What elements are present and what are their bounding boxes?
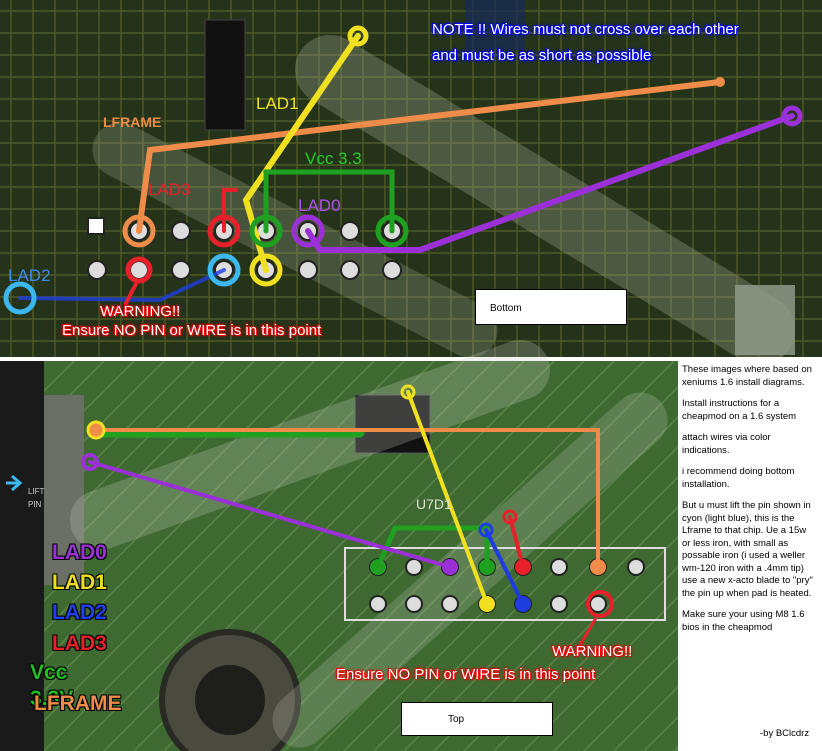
top-warning-arrow [123, 279, 140, 306]
instructions-p5: But u must lift the pin shown in cyon (l… [682, 500, 813, 599]
legend-lframe: LFRAME [34, 692, 122, 715]
top-note-line2: and must be as short as possible [432, 47, 652, 64]
top-wires [18, 25, 803, 303]
lift-pin-label: LIFT PIN [28, 487, 45, 509]
chip-label: U7D1 [416, 496, 452, 512]
legend-lad0: LAD0 [52, 541, 107, 564]
instructions-p3: attach wires via color indications. [682, 432, 771, 456]
legend-lad3: LAD3 [52, 632, 107, 655]
top-label-lad2: LAD2 [8, 266, 51, 285]
top-warning-title: WARNING!! [100, 303, 181, 320]
lframe-wire-top [136, 79, 723, 234]
bottom-wires [88, 390, 600, 606]
lad0-wire-top [305, 113, 795, 253]
lad1-wire-bottom [406, 390, 489, 606]
lframe-wire-bottom [94, 428, 600, 569]
instructions-p1: These images where based on xeniums 1.6 … [682, 364, 812, 388]
lad0-wire-bottom [88, 460, 452, 569]
bottom-panel-board [0, 340, 678, 751]
bottom-warning-text: Ensure NO PIN or WIRE is in this point [336, 666, 596, 683]
top-note-line1: NOTE !! Wires must not cross over each o… [432, 21, 739, 38]
legend-lad1: LAD1 [52, 571, 107, 594]
top-view-label: Bottom [475, 289, 627, 325]
top-label-lad1: LAD1 [256, 94, 299, 113]
instructions-panel: These images where based on xeniums 1.6 … [678, 360, 822, 751]
top-pin-rings [3, 214, 409, 315]
signature: -by BClcdrz [760, 728, 810, 739]
bottom-view-label: Top [401, 702, 553, 736]
instructions-p2: Install instructions for a cheapmod on a… [682, 398, 797, 422]
legend-vcc: Vcc 3.3V [30, 661, 74, 710]
lad3-wire-bottom [508, 515, 525, 569]
instructions-p4: i recommend doing bottom installation. [682, 466, 795, 490]
top-label-lad3: LAD3 [148, 180, 191, 199]
top-view-label-text: Bottom [490, 303, 522, 314]
lad1-wire-top [242, 33, 361, 273]
top-label-lad0: LAD0 [298, 196, 341, 215]
legend-lad2: LAD2 [52, 601, 107, 624]
top-label-lframe: LFRAME [103, 114, 162, 130]
bottom-markers [6, 384, 614, 646]
top-warning-text: Ensure NO PIN or WIRE is in this point [62, 322, 322, 339]
top-label-vcc: Vcc 3.3 [305, 149, 362, 168]
top-panel-board [0, 0, 822, 365]
instructions-p6: Make sure your using M8 1.6 bios in the … [682, 609, 805, 633]
lad2-wire-top [18, 268, 226, 303]
lad2-wire-bottom [484, 528, 525, 606]
bottom-view-label-text: Top [448, 714, 465, 725]
vcc-wire-top [263, 169, 395, 234]
bottom-warning-title: WARNING!! [552, 643, 633, 660]
